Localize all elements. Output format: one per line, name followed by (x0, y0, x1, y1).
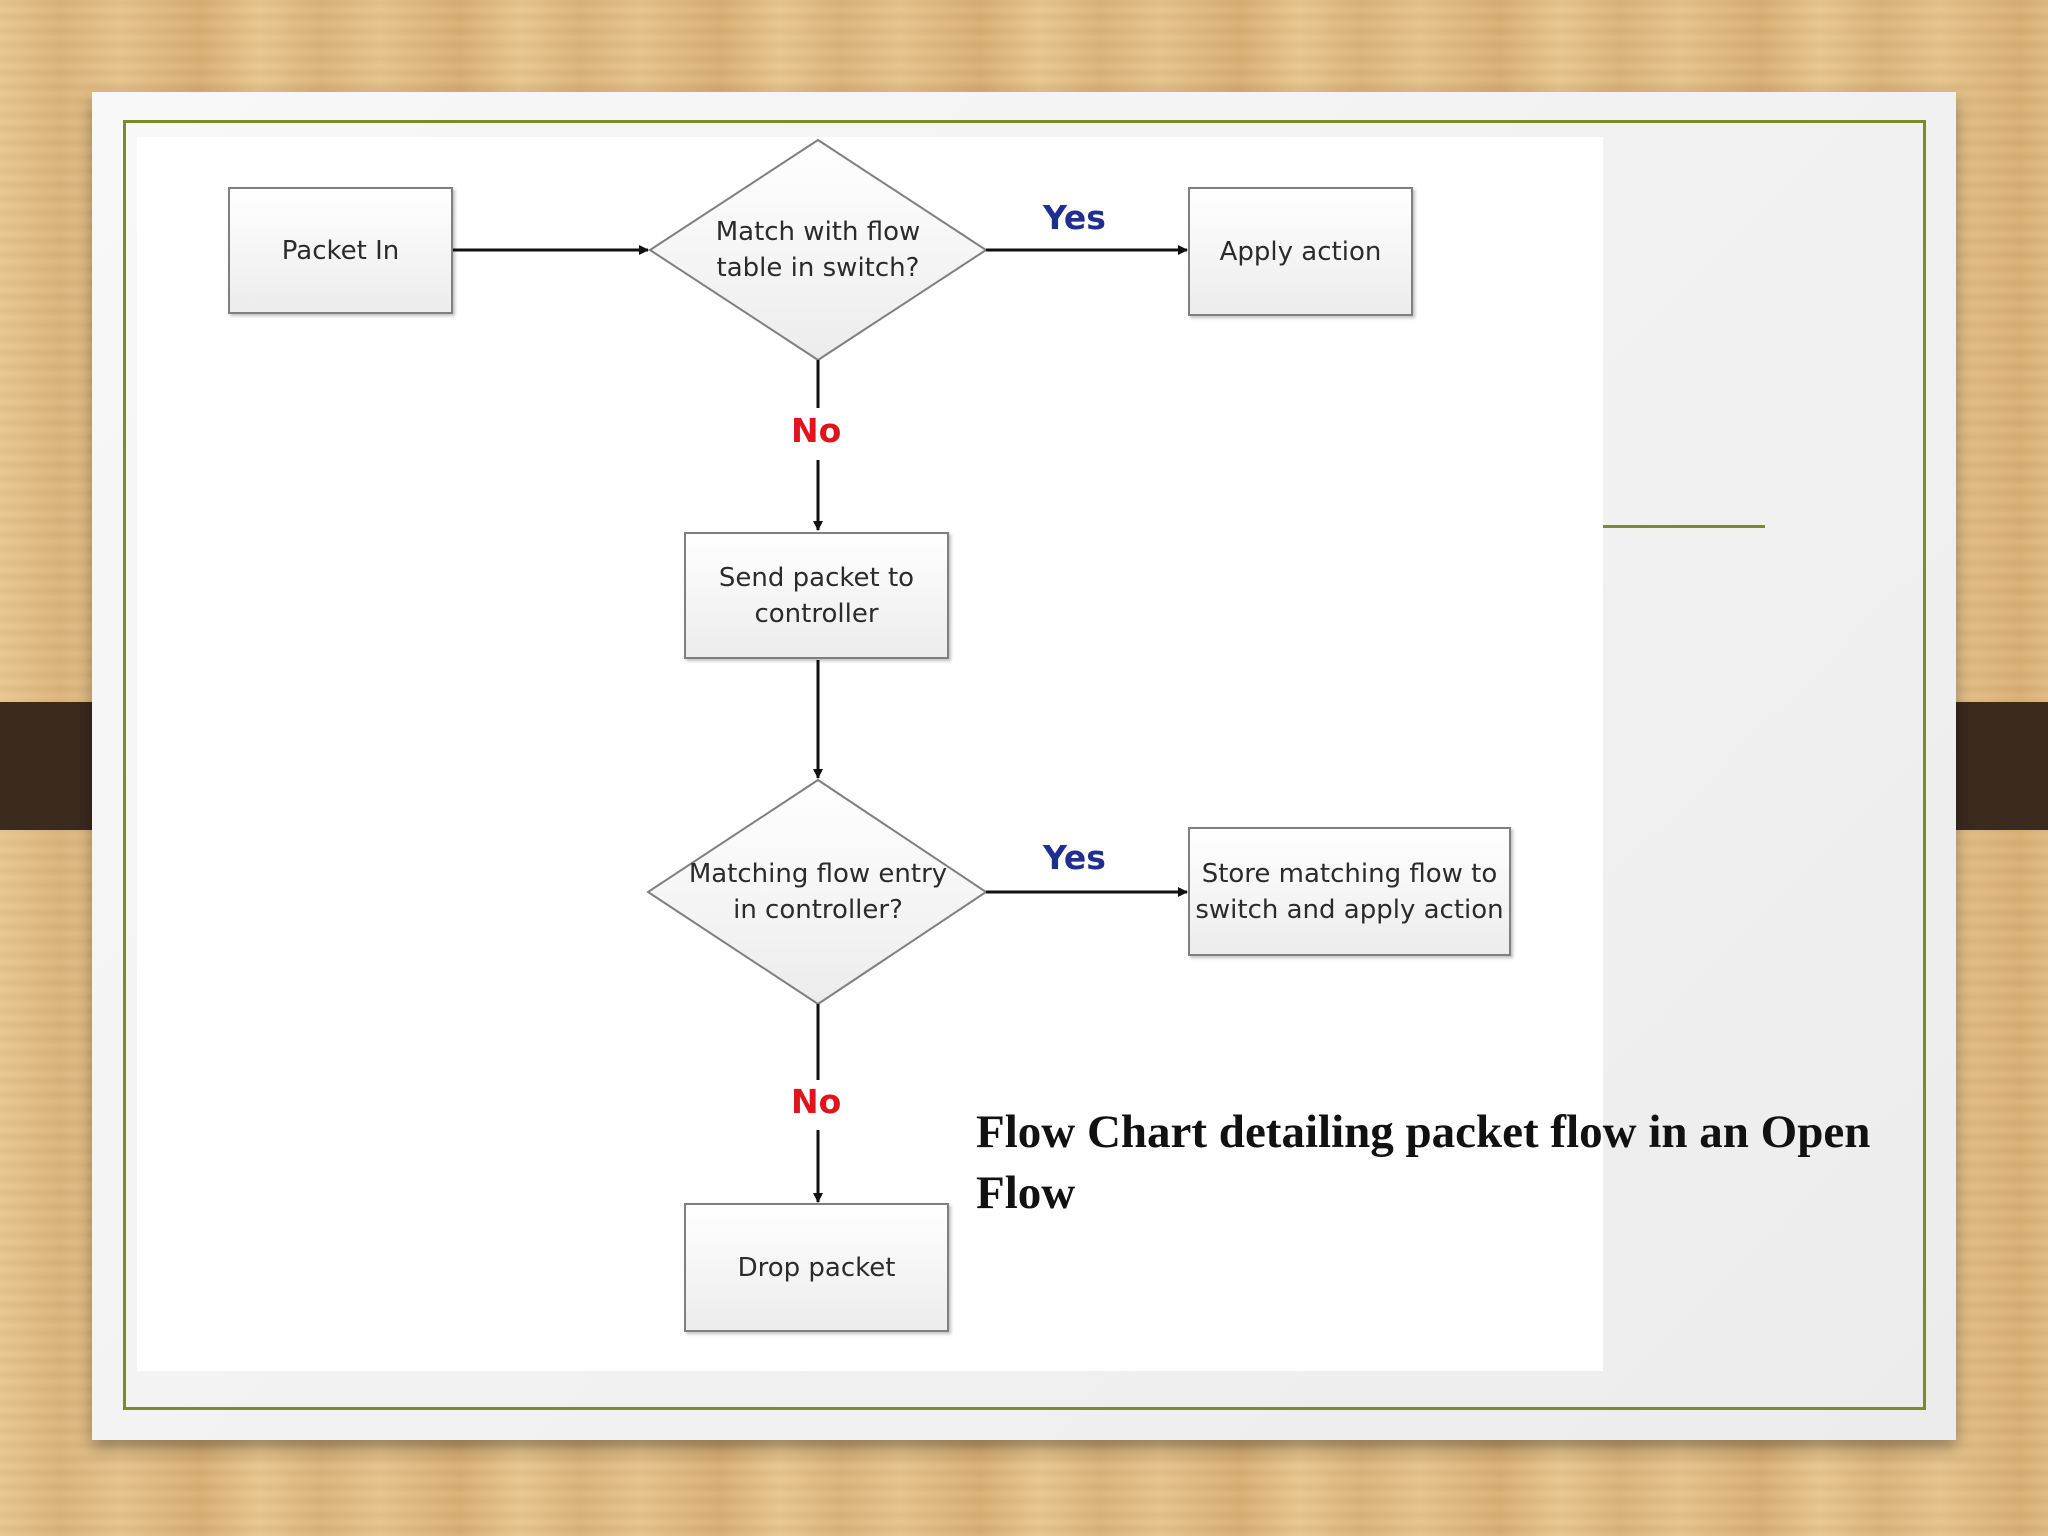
node-drop-packet-label: Drop packet (737, 1252, 896, 1283)
slide-caption: Flow Chart detailing packet flow in an O… (976, 1106, 1871, 1219)
diagram-panel (137, 137, 1603, 1371)
node-apply-action-label: Apply action (1219, 236, 1382, 267)
slide-frame (123, 120, 1926, 1410)
edge-label-yes-switch: Yes (1043, 198, 1106, 237)
edge-label-no-controller: No (791, 1082, 842, 1121)
node-drop-packet: Drop packet (684, 1203, 949, 1332)
accent-line (1602, 525, 1765, 528)
node-packet-in-label: Packet In (281, 235, 400, 266)
edge-label-yes-controller: Yes (1043, 838, 1106, 877)
node-apply-action: Apply action (1188, 187, 1413, 316)
decision-controller-label: Matching flow entry in controller? (688, 859, 948, 925)
decision-switch-label: Match with flow table in switch? (715, 217, 921, 283)
node-send-to-controller: Send packet to controller (684, 532, 949, 659)
node-send-to-controller-label: Send packet to controller (718, 562, 915, 629)
node-store-flow-label: Store matching flow to switch and apply … (1195, 858, 1504, 925)
edge-label-no-switch: No (791, 411, 842, 450)
node-packet-in: Packet In (228, 187, 453, 314)
node-store-flow: Store matching flow to switch and apply … (1188, 827, 1511, 956)
